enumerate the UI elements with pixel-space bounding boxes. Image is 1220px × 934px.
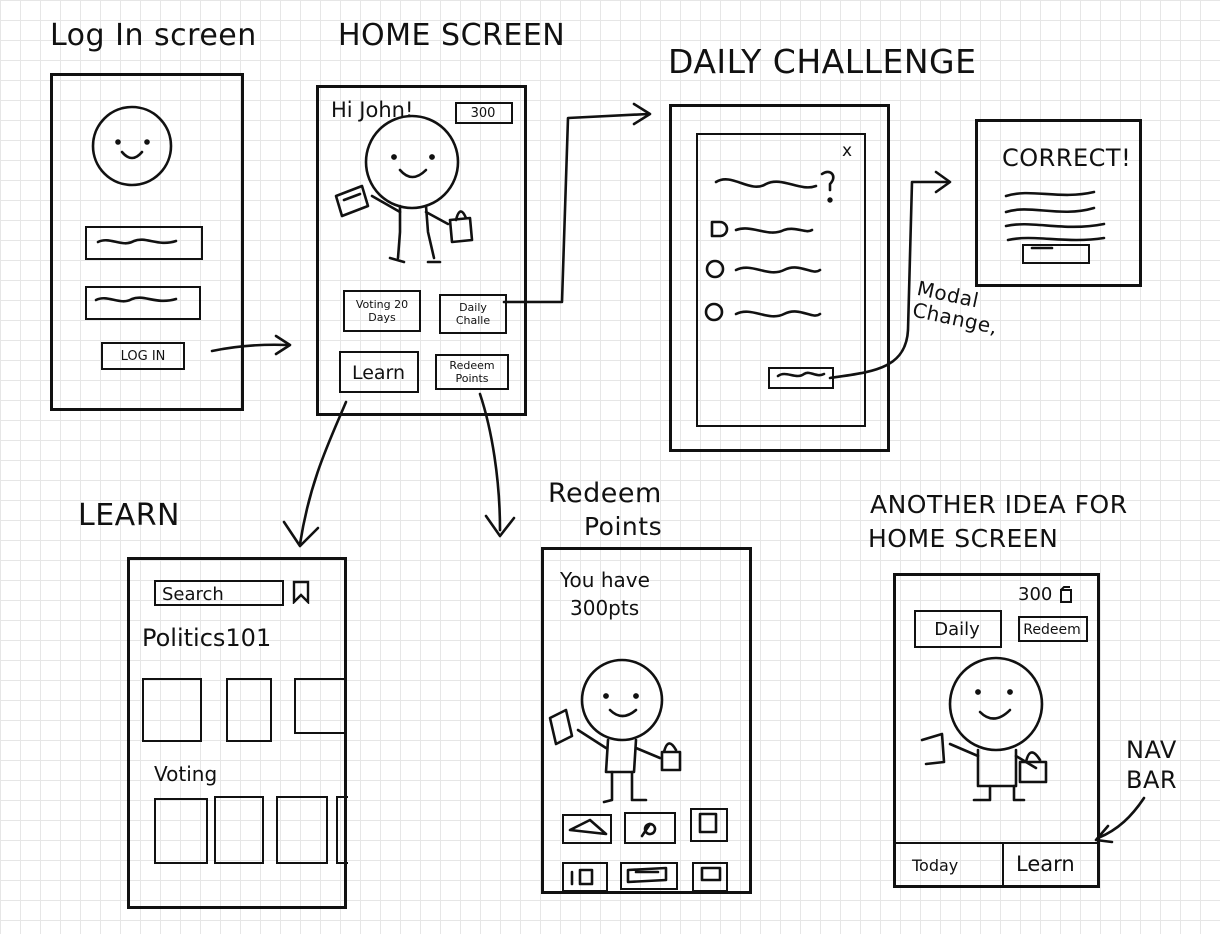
- politics-card-3[interactable]: [294, 678, 346, 734]
- login-button[interactable]: LOG IN: [101, 342, 185, 370]
- home-greeting: Hi John!: [331, 98, 414, 122]
- home-screen-title: HOME SCREEN: [338, 18, 566, 53]
- coin-icon: [1058, 586, 1074, 604]
- shop-item-3[interactable]: [690, 808, 728, 842]
- shop-item-4[interactable]: [562, 862, 608, 892]
- login-screen-title: Log In screen: [50, 18, 257, 53]
- learn-tile-label: Learn: [351, 363, 406, 383]
- alt-home-frame: 300 Daily Redeem Today Learn: [893, 573, 1100, 888]
- correct-modal-frame: CORRECT!: [975, 119, 1142, 287]
- learn-tile[interactable]: Learn: [339, 351, 419, 393]
- politics101-heading: Politics101: [142, 624, 272, 652]
- password-field[interactable]: [85, 286, 201, 320]
- search-input[interactable]: Search: [154, 580, 284, 606]
- search-input-text: Search: [162, 584, 224, 605]
- voting-heading: Voting: [154, 762, 218, 786]
- correct-continue-button[interactable]: [1022, 244, 1090, 264]
- arrow-home-to-learn: [282, 400, 348, 548]
- login-button-label: LOG IN: [120, 350, 166, 363]
- home-screen-frame: Hi John! 300 Voting 20 Days Daily Challe…: [316, 85, 527, 416]
- voting-card-2[interactable]: [214, 796, 264, 864]
- submit-answer-button[interactable]: [768, 367, 834, 389]
- voting-card-4[interactable]: [336, 796, 348, 864]
- navbar-note-line1: NAV: [1126, 736, 1177, 764]
- modal-close-icon[interactable]: x: [842, 141, 853, 161]
- alt-redeem-button[interactable]: Redeem: [1018, 616, 1088, 642]
- username-field[interactable]: [85, 226, 203, 260]
- bookmark-icon[interactable]: [292, 580, 310, 605]
- alt-daily-label: Daily: [934, 621, 980, 639]
- politics-card-2[interactable]: [226, 678, 272, 742]
- alt-redeem-label: Redeem: [1023, 623, 1081, 637]
- daily-challenge-tile[interactable]: Daily Challe: [439, 294, 507, 334]
- voting-tile[interactable]: Voting 20 Days: [343, 290, 421, 332]
- alt-daily-button[interactable]: Daily: [914, 610, 1002, 648]
- navbar-note-line2: BAR: [1126, 766, 1178, 794]
- nav-learn-tab[interactable]: Learn: [1016, 852, 1075, 876]
- daily-challenge-frame: x: [669, 104, 890, 452]
- redeem-points-tile-label: Redeem Points: [449, 359, 495, 385]
- learn-title: LEARN: [78, 498, 180, 533]
- shop-item-2[interactable]: [624, 812, 676, 844]
- redeem-points-tile[interactable]: Redeem Points: [435, 354, 509, 390]
- home-points-value: 300: [470, 107, 496, 120]
- correct-title: CORRECT!: [1002, 144, 1132, 172]
- nav-today-tab[interactable]: Today: [912, 856, 959, 875]
- voting-tile-label: Voting 20 Days: [355, 298, 409, 324]
- learn-screen-frame: Search Politics101 Voting: [127, 557, 348, 909]
- redeem-title-line2: Points: [584, 512, 663, 541]
- nav-divider: [1002, 844, 1004, 887]
- login-screen-frame: LOG IN: [50, 73, 244, 411]
- daily-challenge-tile-label: Daily Challe: [455, 301, 491, 327]
- redeem-screen-frame: You have 300pts: [541, 547, 752, 894]
- voting-card-1[interactable]: [154, 798, 208, 864]
- shop-item-6[interactable]: [692, 862, 728, 892]
- nav-bar: Today Learn: [896, 842, 1097, 887]
- shop-item-5[interactable]: [620, 862, 678, 890]
- challenge-modal: x: [696, 133, 866, 427]
- shop-item-1[interactable]: [562, 814, 612, 844]
- alt-home-title-line2: HOME SCREEN: [868, 524, 1059, 553]
- politics-card-1[interactable]: [142, 678, 202, 742]
- daily-challenge-title: DAILY CHALLENGE: [668, 42, 977, 81]
- voting-card-3[interactable]: [276, 796, 328, 864]
- redeem-title-line1: Redeem: [548, 478, 662, 509]
- alt-points-value: 300: [1018, 584, 1053, 605]
- alt-home-title-line1: ANOTHER IDEA FOR: [870, 490, 1128, 519]
- home-points-badge: 300: [455, 102, 513, 124]
- arrow-navbar-note: [1094, 796, 1146, 844]
- redeem-points-line1: You have: [560, 568, 650, 592]
- redeem-points-line2: 300pts: [570, 596, 640, 620]
